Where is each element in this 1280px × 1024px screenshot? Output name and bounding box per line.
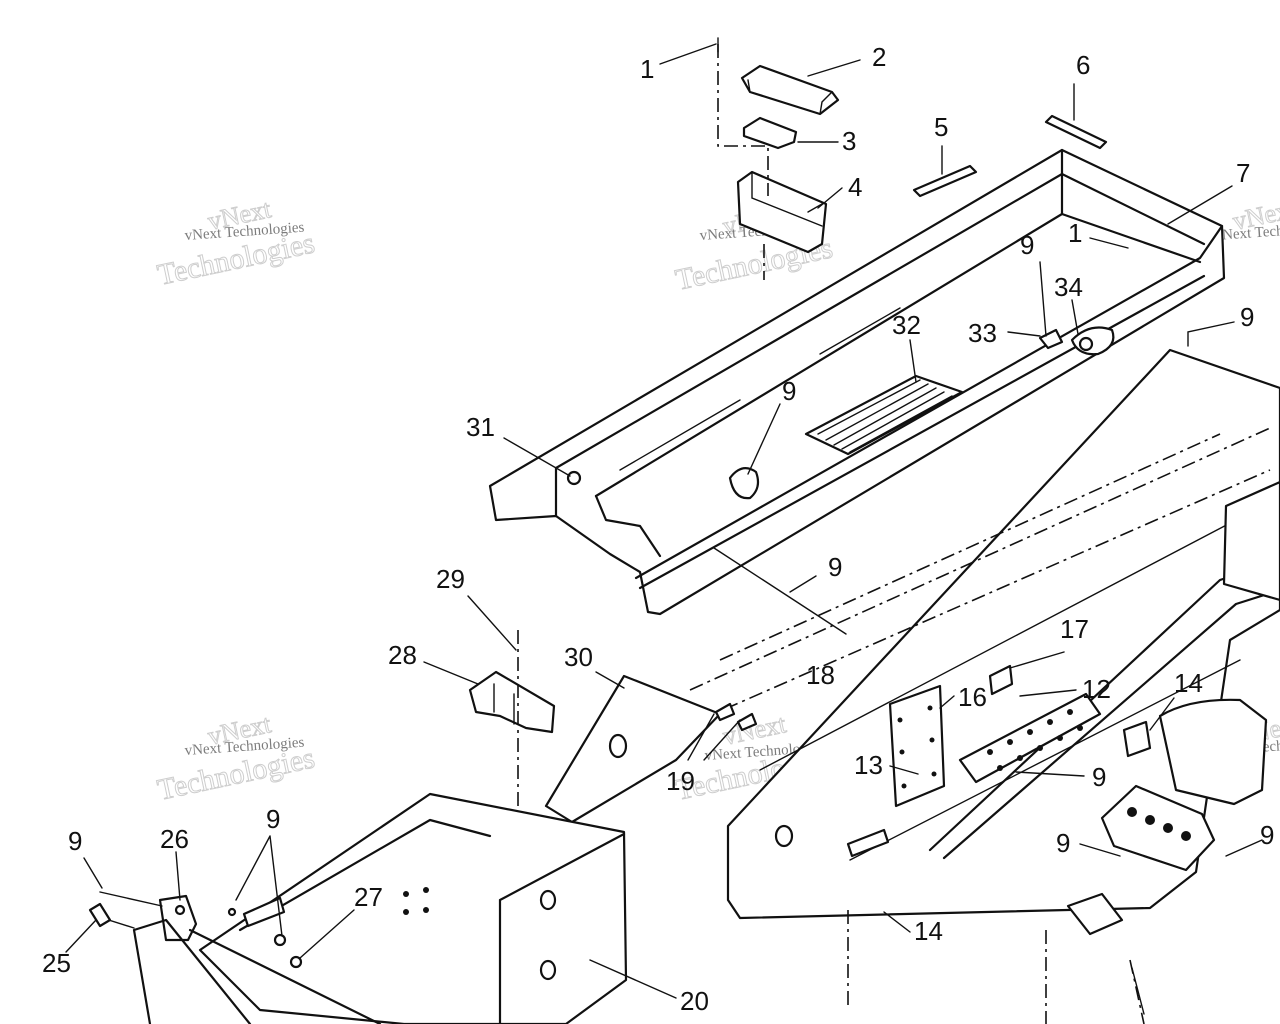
callout-28: 28 [388, 640, 417, 670]
callout-31: 31 [466, 412, 495, 442]
body-pan [689, 348, 1280, 1024]
callout-34: 34 [1054, 272, 1083, 302]
callout-25: 25 [42, 948, 71, 978]
callout-9-d: 9 [828, 552, 842, 582]
callout-27: 27 [354, 882, 383, 912]
frame-26 [88, 891, 382, 1024]
callout-5: 5 [934, 112, 948, 142]
callout-17: 17 [1060, 614, 1089, 644]
callout-9-f: 9 [68, 826, 82, 856]
panel-30 [544, 674, 758, 824]
callout-9-e: 9 [1092, 762, 1106, 792]
bracket-28 [468, 670, 556, 734]
lower-box-20 [198, 792, 628, 1024]
callout-26: 26 [160, 824, 189, 854]
callout-16: 16 [958, 682, 987, 712]
part-pad-3 [742, 116, 798, 150]
callout-13: 13 [854, 750, 883, 780]
callout-18: 18 [806, 660, 835, 690]
part-strip-6 [1044, 114, 1108, 150]
callout-labels: 1 2 3 4 5 6 7 1 9 34 9 32 33 9 31 9 29 2… [42, 42, 1274, 1016]
part-lid-2 [740, 64, 840, 116]
callout-6: 6 [1076, 50, 1090, 80]
callout-2: 2 [872, 42, 886, 72]
callout-9-h: 9 [1056, 828, 1070, 858]
callout-9-i: 9 [1260, 820, 1274, 850]
callout-9-b: 9 [1240, 302, 1254, 332]
watermark-left-bottom: vNext vNext Technologies Technologies [154, 709, 318, 808]
callout-9-c: 9 [782, 376, 796, 406]
callout-33: 33 [968, 318, 997, 348]
assembly-line-1 [717, 44, 769, 280]
callout-7: 7 [1236, 158, 1250, 188]
leader-lines [65, 43, 1263, 1015]
callout-30: 30 [564, 642, 593, 672]
callout-3: 3 [842, 126, 856, 156]
watermark-left-top: vNext vNext Technologies Technologies [154, 194, 318, 293]
part-box-4 [736, 170, 828, 254]
callout-20: 20 [680, 986, 709, 1016]
callout-14-bottom: 14 [914, 916, 943, 946]
callout-9-g: 9 [266, 804, 280, 834]
callout-19: 19 [666, 766, 695, 796]
callout-29: 29 [436, 564, 465, 594]
callout-4: 4 [848, 172, 862, 202]
callout-1-right: 1 [1068, 218, 1082, 248]
callout-9-a: 9 [1020, 230, 1034, 260]
callout-1-top: 1 [640, 54, 654, 84]
part-strip-5 [912, 164, 978, 198]
watermark-right-top: vNext vNext Technologies [1214, 194, 1280, 244]
callout-32: 32 [892, 310, 921, 340]
callout-12: 12 [1082, 674, 1111, 704]
callout-14-right: 14 [1174, 668, 1203, 698]
